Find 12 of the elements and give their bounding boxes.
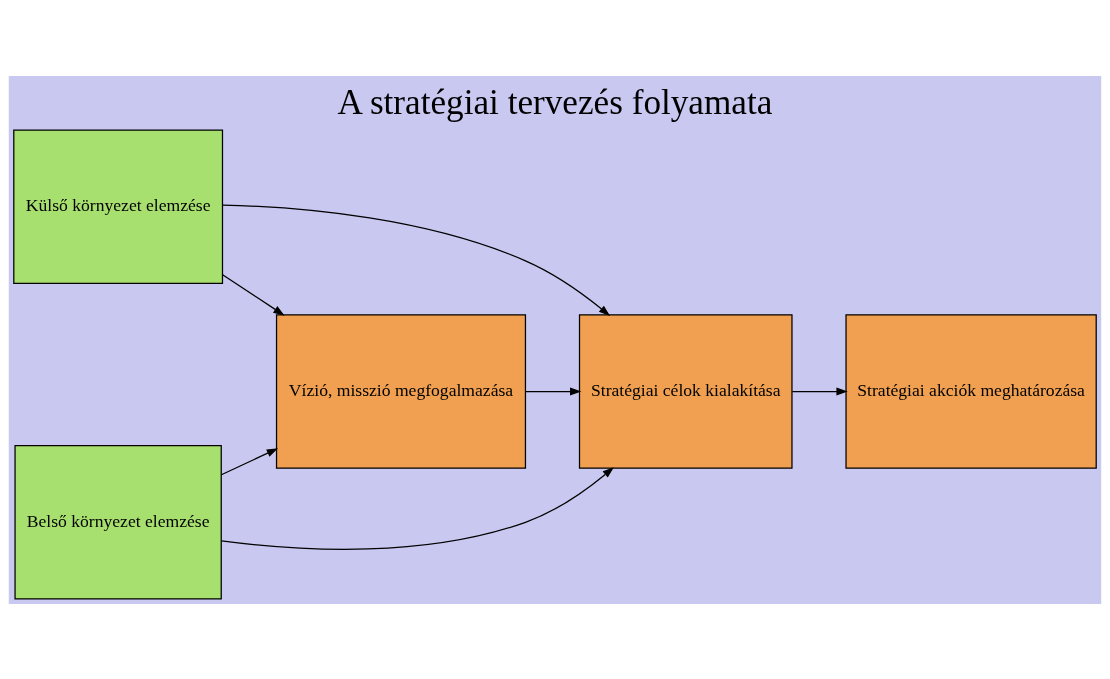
node-box: Stratégiai akciók meghatározása	[845, 313, 1097, 469]
diagram-title: A stratégiai tervezés folyamata	[337, 82, 773, 122]
node-box: Külső környezet elemzése	[13, 128, 224, 284]
node-box: Stratégiai célok kialakítása	[578, 313, 793, 469]
arrow	[221, 273, 285, 316]
arrow	[525, 387, 582, 395]
arrow	[220, 447, 279, 475]
arrow	[222, 203, 611, 316]
node-box: Belső környezet elemzése	[14, 444, 222, 600]
arrow	[791, 387, 848, 395]
node-box: Vízió, misszió megfogalmazása	[275, 313, 527, 469]
arrow	[220, 466, 614, 550]
